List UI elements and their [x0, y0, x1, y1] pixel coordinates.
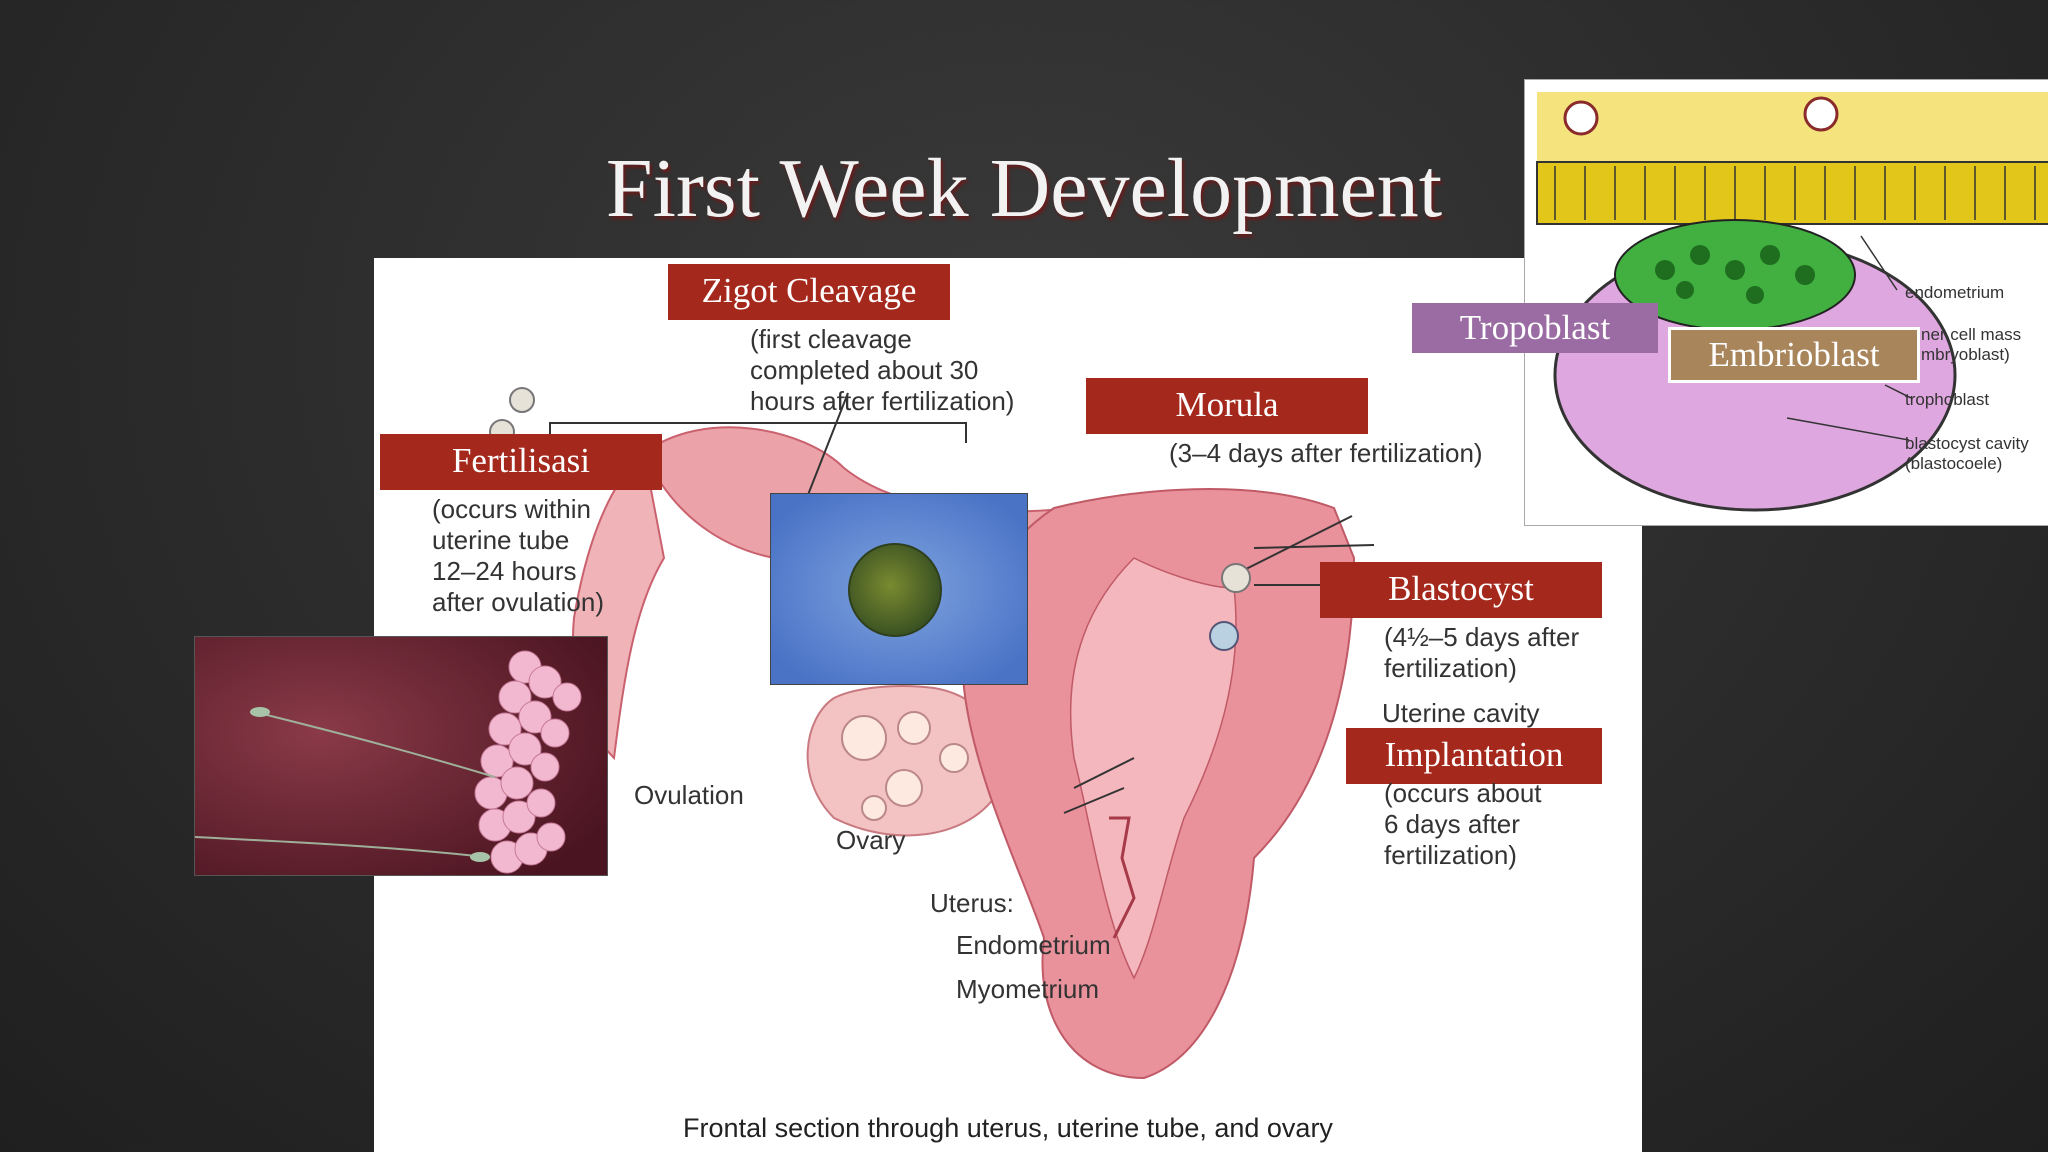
diagram-panel: Zigot Cleavage (first cleavage completed… [374, 258, 1642, 1152]
inset-trophoblast-label: trophoblast [1905, 390, 1990, 409]
zigot-cleavage-note: (first cleavage completed about 30 hours… [750, 324, 1015, 416]
inset-blastocyst-cavity-label: blastocyst cavity (blastocoele) [1905, 434, 2029, 473]
ovulation-label: Ovulation [634, 780, 744, 810]
fertilisasi-note: (occurs within uterine tube 12–24 hours … [432, 494, 604, 617]
endometrium-label: Endometrium [956, 930, 1111, 960]
fertilisasi-label: Fertilisasi [380, 434, 662, 490]
blastocyst-label: Blastocyst [1320, 562, 1602, 618]
uterine-cavity-label: Uterine cavity [1382, 698, 1540, 728]
inset-inner-cell-mass-label: ner cell mass mbryoblast) [1921, 325, 2022, 364]
ovary-label: Ovary [836, 825, 906, 855]
implantation-label: Implantation [1346, 728, 1602, 784]
embrioblast-tag: Embrioblast [1668, 327, 1920, 383]
blastocyst-note: (4½–5 days after fertilization) [1384, 622, 1580, 683]
uterus-label: Uterus: [930, 888, 1014, 918]
inset-endometrium-label: endometrium [1905, 283, 2005, 302]
morula-label: Morula [1086, 378, 1368, 434]
tropoblast-tag: Tropoblast [1412, 303, 1658, 353]
slide-title: First Week Development [605, 142, 1443, 235]
sperm-fertilization-image [194, 636, 608, 876]
blastocyst-inset-diagram: endometrium ner cell mass mbryoblast) tr… [1524, 79, 2048, 526]
myometrium-label: Myometrium [956, 974, 1100, 1004]
implantation-note: (occurs about 6 days after fertilization… [1384, 778, 1542, 870]
diagram-caption: Frontal section through uterus, uterine … [683, 1113, 1333, 1143]
zygote-microscope-image [770, 493, 1028, 685]
morula-note: (3–4 days after fertilization) [1169, 438, 1483, 468]
zigot-cleavage-label: Zigot Cleavage [668, 264, 950, 320]
